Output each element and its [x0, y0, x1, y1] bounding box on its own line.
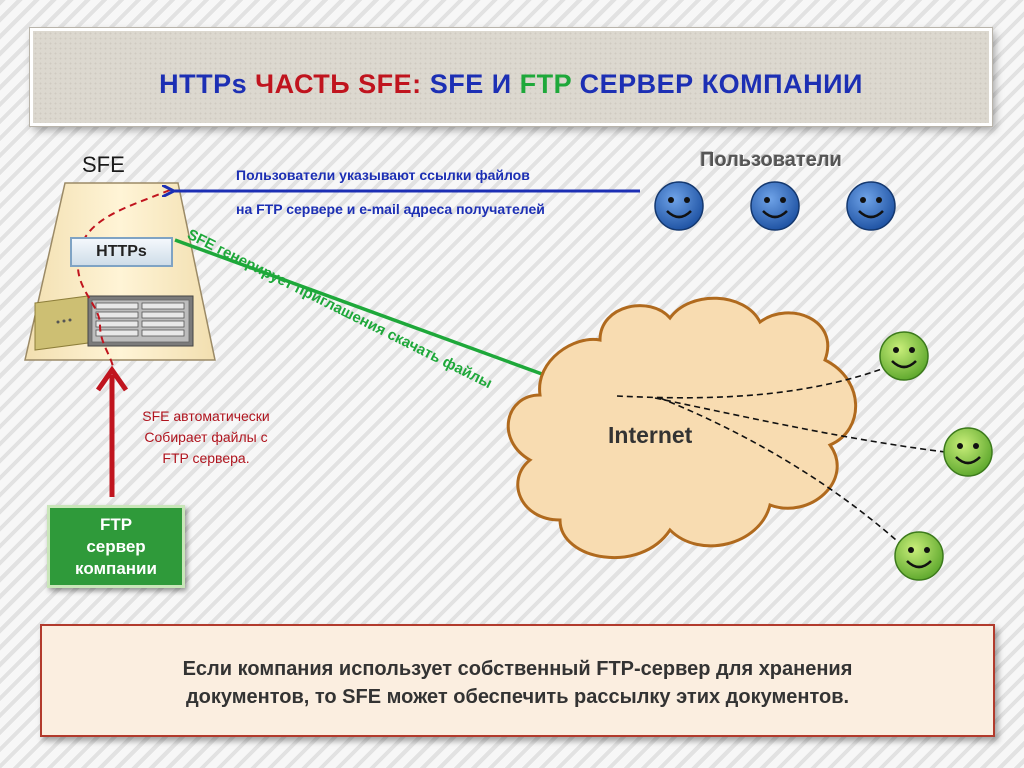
link-to-user-3: [659, 397, 906, 549]
title-part-sfe-and: SFE И: [429, 69, 512, 99]
sfe-to-internet-arrow: [174, 238, 605, 397]
smiley-icon: [750, 181, 800, 231]
ftp-line-3: компании: [75, 559, 157, 578]
auto-collect-line-2: Собирает файлы с: [144, 429, 268, 445]
title-banner: HTTPs ЧАСТЬ SFE: SFE И FTP СЕРВЕР КОМПАН…: [30, 28, 992, 126]
smiley-icon: [943, 427, 993, 477]
title-part-ftp: FTP: [519, 69, 572, 99]
internal-flow-path: [76, 189, 171, 373]
smiley-icon: [894, 531, 944, 581]
ftp-line-2: сервер: [86, 537, 146, 556]
internet-label: Internet: [608, 422, 693, 448]
link-to-user-1: [616, 365, 891, 399]
cloud-icon: [506, 296, 858, 560]
users-message-line-2: на FTP сервере и e-mail адреса получател…: [236, 201, 545, 217]
smiley-icon: [879, 331, 929, 381]
sfe-label: SFE: [82, 152, 125, 177]
summary-line-1: Если компания использует собственный FTP…: [182, 658, 853, 680]
users-label: Пользователи: [700, 149, 842, 171]
summary-line-2: документов, то SFE может обеспечить расс…: [185, 686, 850, 708]
server-rack-icon: [34, 295, 194, 351]
smiley-icon: [654, 181, 704, 231]
auto-collect-line-1: SFE автоматически: [142, 408, 270, 424]
title-part-https: HTTPs: [159, 69, 248, 99]
title-part-company-server: СЕРВЕР КОМПАНИИ: [579, 69, 863, 99]
auto-collect-line-3: FTP сервера.: [162, 450, 250, 466]
sfe-appliance: [24, 182, 216, 361]
users-message-line-1: Пользователи указывают ссылки файлов: [236, 167, 530, 183]
link-to-user-2: [654, 397, 946, 453]
ftp-to-sfe-arrow: [95, 365, 129, 497]
ftp-line-1: FTP: [99, 515, 133, 534]
summary-box: Если компания использует собственный FTP…: [40, 624, 995, 737]
title-part-sfe: ЧАСТЬ SFE:: [255, 69, 422, 99]
page-title: HTTPs ЧАСТЬ SFE: SFE И FTP СЕРВЕР КОМПАН…: [33, 69, 989, 100]
ftp-server-box: FTP сервер компании: [47, 505, 185, 588]
https-module: HTTPs: [70, 237, 173, 267]
auto-collect-note: SFE автоматически Собирает файлы с FTP с…: [108, 406, 304, 469]
smiley-icon: [846, 181, 896, 231]
